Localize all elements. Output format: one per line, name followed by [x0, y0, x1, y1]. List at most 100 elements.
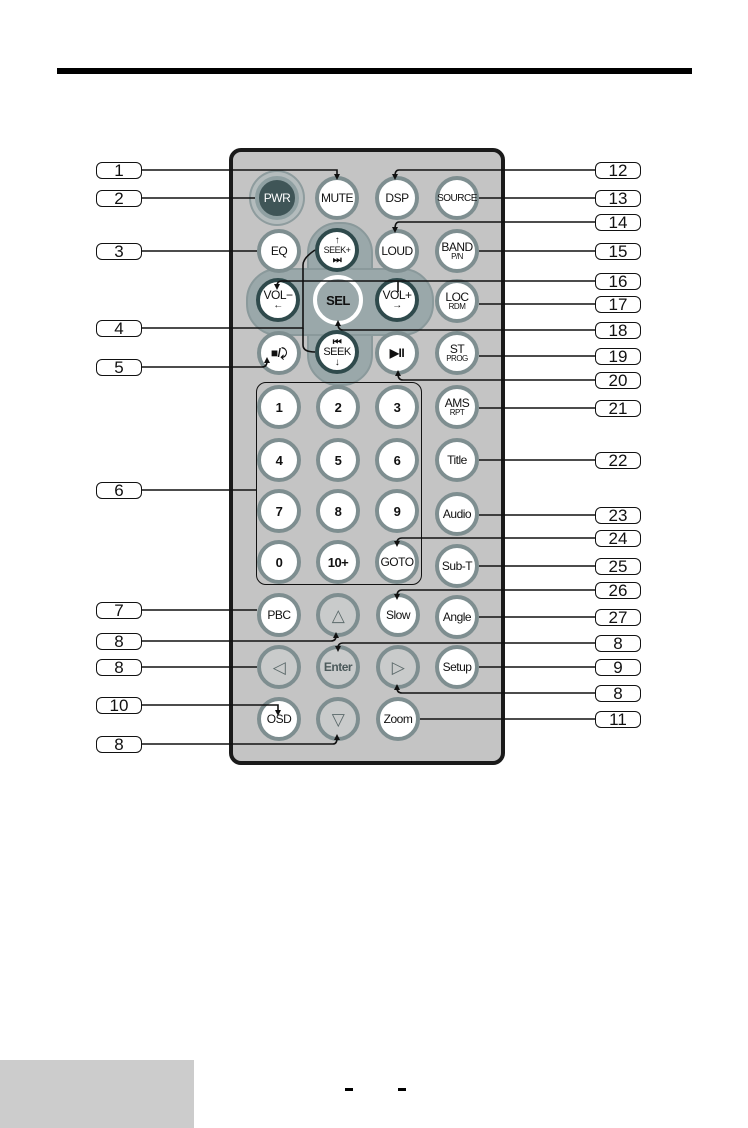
- callout-label: 8: [96, 633, 142, 650]
- callout-label: 8: [96, 736, 142, 753]
- header-rule: [57, 68, 692, 74]
- angle-button[interactable]: Angle: [435, 595, 479, 639]
- callout-label: 27: [595, 609, 641, 626]
- subtitle-button[interactable]: Sub-T: [435, 544, 479, 588]
- callout-label: 10: [96, 697, 142, 714]
- callout-label: 6: [96, 482, 142, 499]
- callout-label: 12: [595, 162, 641, 179]
- right-arrow-icon: →: [392, 300, 402, 311]
- number-2-button[interactable]: 2: [316, 385, 360, 429]
- mute-button[interactable]: MUTE: [315, 176, 359, 220]
- setup-label: Setup: [442, 659, 472, 674]
- callout-label: 5: [96, 359, 142, 376]
- number-label: 9: [393, 503, 401, 519]
- enter-label: Enter: [323, 659, 353, 674]
- down-button[interactable]: ▽: [316, 697, 360, 741]
- loud-button[interactable]: LOUD: [375, 229, 419, 273]
- callout-label: 20: [595, 372, 641, 389]
- power-label: PWR: [263, 190, 291, 205]
- number-label: 5: [334, 452, 342, 468]
- select-button[interactable]: SEL: [313, 275, 363, 325]
- callout-label: 8: [595, 685, 641, 702]
- mute-label: MUTE: [321, 190, 354, 205]
- down-arrow-icon: ↓: [334, 356, 340, 368]
- osd-button[interactable]: OSD: [257, 697, 301, 741]
- dsp-label: DSP: [385, 190, 409, 205]
- previous-track-icon: ⏮: [332, 336, 342, 348]
- setup-button[interactable]: Setup: [435, 645, 479, 689]
- loud-label: LOUD: [381, 243, 413, 258]
- seek-back-button[interactable]: ⏮SEEK↓: [315, 330, 359, 374]
- callout-label: 23: [595, 507, 641, 524]
- subtitle-label: Sub-T: [441, 558, 473, 573]
- number-7-button[interactable]: 7: [257, 489, 301, 533]
- eq-button[interactable]: EQ: [257, 229, 301, 273]
- callout-label: 19: [595, 348, 641, 365]
- audio-button[interactable]: Audio: [435, 492, 479, 536]
- title-label: Title: [447, 452, 467, 467]
- volume-down-button[interactable]: VOL−←: [256, 278, 300, 322]
- right-triangle-icon: ▷: [391, 657, 405, 677]
- ams-sublabel: RPT: [449, 407, 465, 417]
- power-button[interactable]: PWR: [255, 176, 299, 220]
- goto-label: GOTO: [380, 554, 414, 569]
- source-label: SOURCE: [437, 192, 477, 204]
- ams-label: AMS: [444, 395, 470, 410]
- footer-dash: [345, 1088, 353, 1091]
- number-pad-bracket: [256, 382, 422, 585]
- callout-label: 26: [595, 582, 641, 599]
- callout-label: 2: [96, 190, 142, 207]
- number-0-button[interactable]: 0: [257, 540, 301, 584]
- osd-label: OSD: [266, 711, 292, 726]
- pbc-button[interactable]: PBC: [257, 593, 301, 637]
- volume-up-label: VOL+: [382, 288, 412, 302]
- number-label: 6: [393, 452, 401, 468]
- up-triangle-icon: △: [331, 605, 345, 625]
- number-label: 7: [275, 503, 283, 519]
- up-button[interactable]: △: [316, 593, 360, 637]
- zoom-button[interactable]: Zoom: [376, 697, 420, 741]
- slow-button[interactable]: Slow: [376, 593, 420, 637]
- number-3-button[interactable]: 3: [375, 385, 419, 429]
- left-button[interactable]: ◁: [257, 645, 301, 689]
- play-pause-button[interactable]: ▶II: [375, 331, 419, 375]
- callout-label: 16: [595, 273, 641, 290]
- next-track-icon: ⏭: [332, 254, 342, 266]
- footer-dash: [398, 1088, 406, 1091]
- number-4-button[interactable]: 4: [257, 438, 301, 482]
- stop-return-button[interactable]: ■/⤸: [257, 331, 301, 375]
- zoom-label: Zoom: [383, 711, 413, 726]
- enter-button[interactable]: Enter: [316, 645, 360, 689]
- number-label: 3: [393, 399, 401, 415]
- play-pause-icon: ▶II: [389, 345, 405, 360]
- audio-label: Audio: [442, 506, 472, 521]
- left-arrow-icon: ←: [273, 300, 283, 311]
- dsp-button[interactable]: DSP: [375, 176, 419, 220]
- number-label: 1: [275, 399, 283, 415]
- number-10plus-button[interactable]: 10+: [316, 540, 360, 584]
- title-button[interactable]: Title: [435, 438, 479, 482]
- number-label: 4: [275, 452, 283, 468]
- number-8-button[interactable]: 8: [316, 489, 360, 533]
- number-1-button[interactable]: 1: [257, 385, 301, 429]
- st-sublabel: PROG: [446, 353, 468, 363]
- number-label: 2: [334, 399, 342, 415]
- number-5-button[interactable]: 5: [316, 438, 360, 482]
- left-triangle-icon: ◁: [272, 657, 286, 677]
- volume-up-button[interactable]: VOL+→: [375, 278, 419, 322]
- number-label: 8: [334, 503, 342, 519]
- footer-tab: [0, 1060, 194, 1128]
- callout-label: 13: [595, 190, 641, 207]
- number-6-button[interactable]: 6: [375, 438, 419, 482]
- seek-forward-button[interactable]: ↑SEEK+⏭: [315, 228, 359, 272]
- number-9-button[interactable]: 9: [375, 489, 419, 533]
- goto-button[interactable]: GOTO: [375, 540, 419, 584]
- right-button[interactable]: ▷: [376, 645, 420, 689]
- callout-label: 7: [96, 602, 142, 619]
- source-button[interactable]: SOURCE: [435, 176, 479, 220]
- callout-label: 15: [595, 243, 641, 260]
